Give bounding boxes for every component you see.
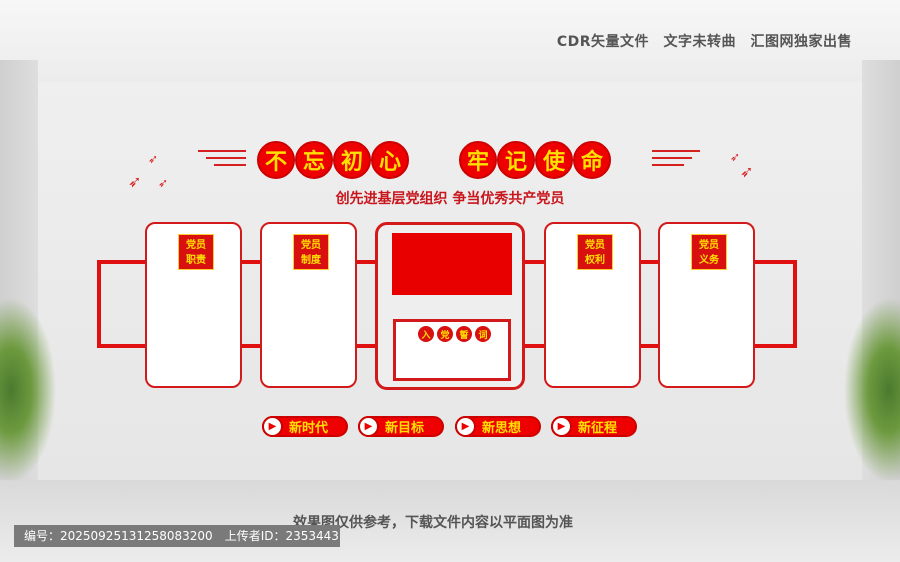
button-label: 新目标 xyxy=(385,421,425,436)
tag-line: 职责 xyxy=(186,255,206,266)
oath-box: 入 党 誓 词 xyxy=(393,319,511,381)
subtitle: 创先进基层党组织 争当优秀共产党员 xyxy=(335,191,565,207)
tag-line: 党员 xyxy=(699,240,719,251)
oath-char: 入 xyxy=(418,326,434,342)
id-badge: 编号：20250925131258083200 上传者ID：2353443 xyxy=(14,525,340,547)
bird-icon: ➶ xyxy=(128,172,142,191)
ceiling xyxy=(0,0,900,82)
play-icon: ▶ xyxy=(551,416,572,437)
tag-line: 党员 xyxy=(301,240,321,251)
title-char: 忘 xyxy=(295,141,333,179)
floor xyxy=(0,480,900,562)
title-char: 初 xyxy=(333,141,371,179)
top-note: CDR矢量文件 文字未转曲 汇图网独家出售 xyxy=(556,34,852,50)
bird-icon: ➶ xyxy=(740,162,754,181)
play-icon: ▶ xyxy=(262,416,283,437)
party-emblem-block xyxy=(392,233,512,295)
title-char: 心 xyxy=(371,141,409,179)
plant-right xyxy=(840,290,900,490)
bird-icon: ➶ xyxy=(148,152,159,166)
title-lines-left xyxy=(198,150,246,170)
new-era-button: ▶ 新时代 xyxy=(262,416,348,437)
center-panel: 入 党 誓 词 xyxy=(375,222,525,390)
card-tag: 党员职责 xyxy=(178,234,214,270)
card-rights: 党员权利 xyxy=(544,222,641,388)
oath-char: 党 xyxy=(437,326,453,342)
card-obligations: 党员义务 xyxy=(658,222,755,388)
new-journey-button: ▶ 新征程 xyxy=(551,416,637,437)
title-char: 记 xyxy=(497,141,535,179)
button-label: 新思想 xyxy=(482,421,522,436)
card-rules: 党员制度 xyxy=(260,222,357,388)
title-lines-right xyxy=(652,150,700,170)
tag-line: 党员 xyxy=(585,240,605,251)
button-label: 新征程 xyxy=(578,421,618,436)
tag-line: 制度 xyxy=(301,255,321,266)
title-char: 使 xyxy=(535,141,573,179)
play-icon: ▶ xyxy=(358,416,379,437)
card-duties: 党员职责 xyxy=(145,222,242,388)
title-char: 牢 xyxy=(459,141,497,179)
tag-line: 义务 xyxy=(699,255,719,266)
title-char: 命 xyxy=(573,141,611,179)
bird-icon: ➶ xyxy=(730,150,741,164)
new-thought-button: ▶ 新思想 xyxy=(455,416,541,437)
card-tag: 党员权利 xyxy=(577,234,613,270)
bird-icon: ➶ xyxy=(158,176,169,190)
title-char: 不 xyxy=(257,141,295,179)
button-label: 新时代 xyxy=(289,421,329,436)
tag-line: 党员 xyxy=(186,240,206,251)
tag-line: 权利 xyxy=(585,255,605,266)
oath-char: 誓 xyxy=(456,326,472,342)
disclaimer: 效果图仅供参考，下载文件内容以平面图为准 xyxy=(293,515,573,531)
play-icon: ▶ xyxy=(455,416,476,437)
oath-char: 词 xyxy=(475,326,491,342)
plant-left xyxy=(0,290,60,490)
card-tag: 党员义务 xyxy=(691,234,727,270)
new-goal-button: ▶ 新目标 xyxy=(358,416,444,437)
card-tag: 党员制度 xyxy=(293,234,329,270)
